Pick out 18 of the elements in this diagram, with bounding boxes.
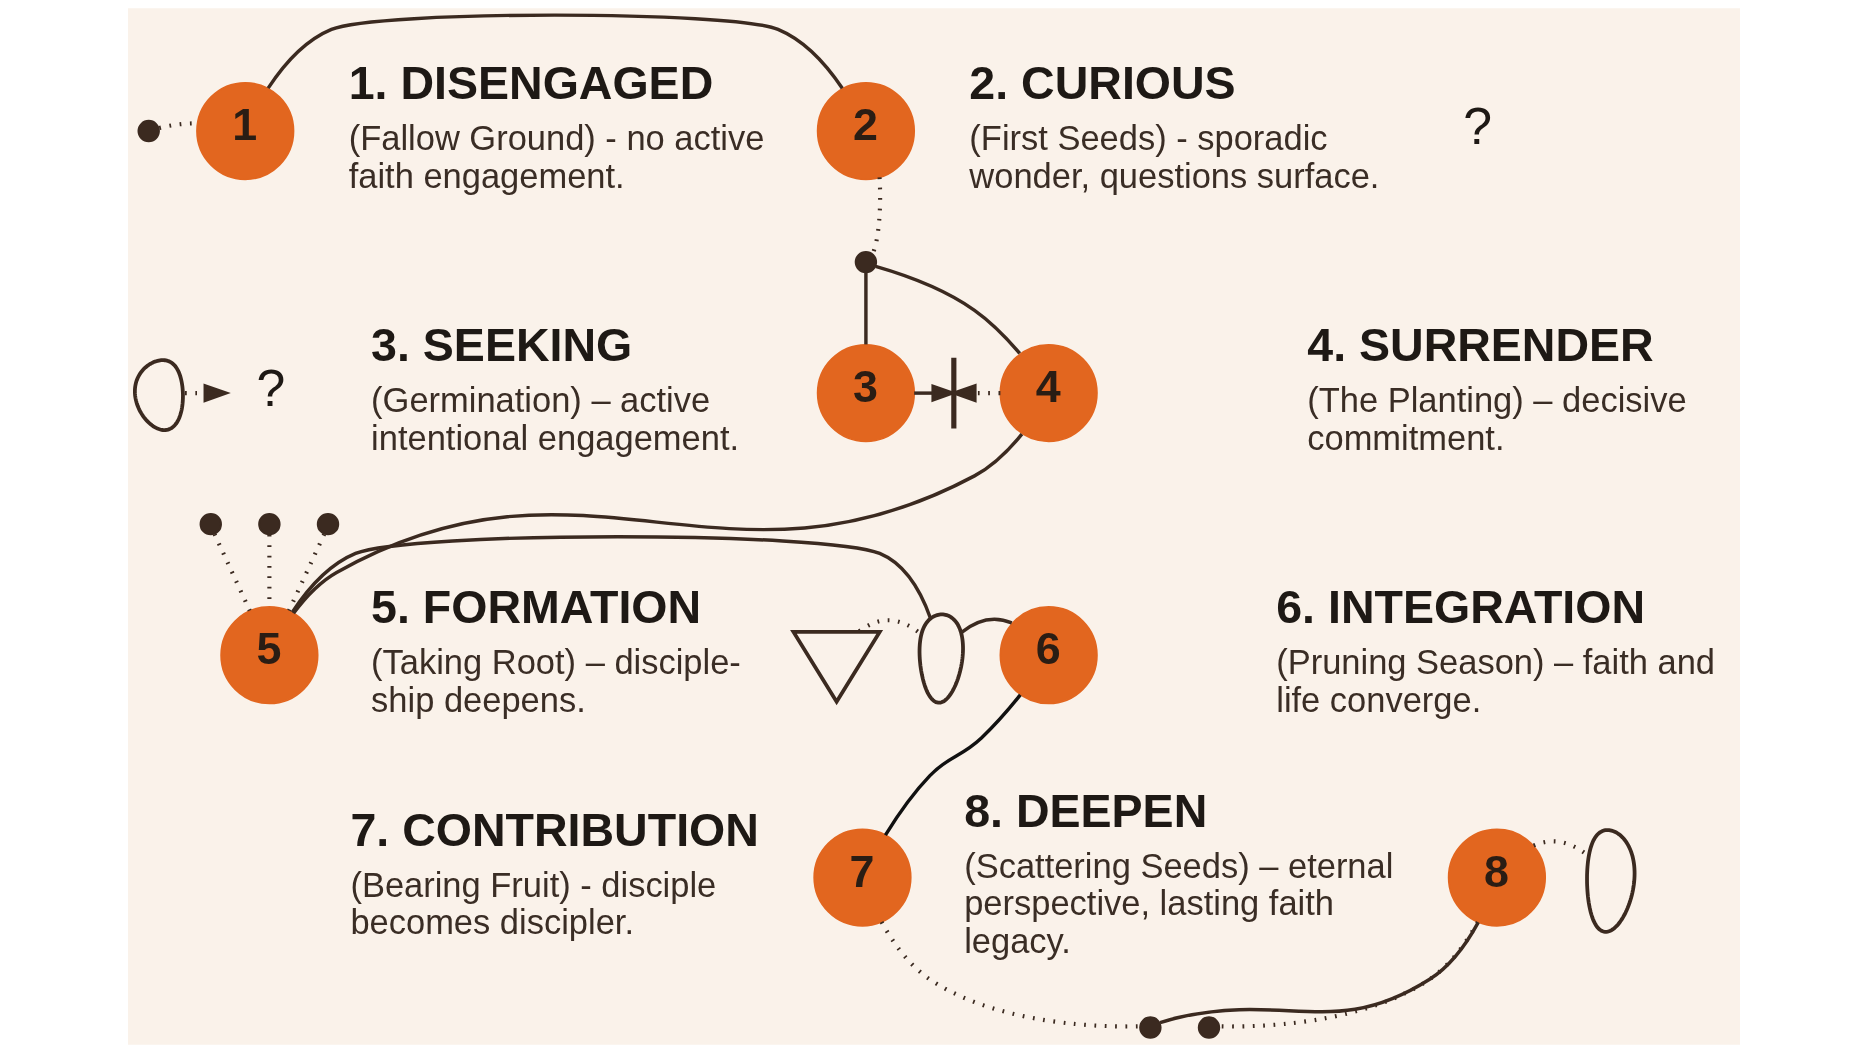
node-label: (Bearing Fruit) - disciple becomes discipler. bbox=[350, 865, 717, 942]
label: ? bbox=[1463, 96, 1493, 155]
node-text: ? bbox=[256, 359, 286, 418]
node-label: (Pruning Season) – faith and life converge. bbox=[1276, 643, 1716, 720]
node-label: 4. SURRENDER bbox=[1307, 319, 1654, 372]
node-label: (Fallow Ground) - no active faith engagement. bbox=[348, 119, 765, 195]
node-label: 7. CONTRIBUTION bbox=[350, 803, 759, 856]
node-label: (First Seeds) - sporadic wonder, questions surface. bbox=[969, 119, 1380, 195]
node-label: 8. DEEPEN bbox=[964, 784, 1208, 837]
node-label: (Taking Root) – disciple- ship deepens. bbox=[371, 643, 741, 720]
node-label: 1. DISENGAGED bbox=[348, 57, 714, 110]
node-label: (Germination) – active intentional engagement. bbox=[371, 381, 740, 457]
node-label: 2. CURIOUS bbox=[969, 57, 1236, 110]
node-label: 6. INTEGRATION bbox=[1276, 581, 1646, 634]
node-label: 3. SEEKING bbox=[371, 319, 633, 372]
node-label: 5. FORMATION bbox=[371, 581, 702, 634]
node-label: (Scattering Seeds) – eternal perspective, lasting faith legacy. bbox=[964, 846, 1394, 961]
node-label: (The Planting) – decisive commitment. bbox=[1307, 381, 1687, 457]
